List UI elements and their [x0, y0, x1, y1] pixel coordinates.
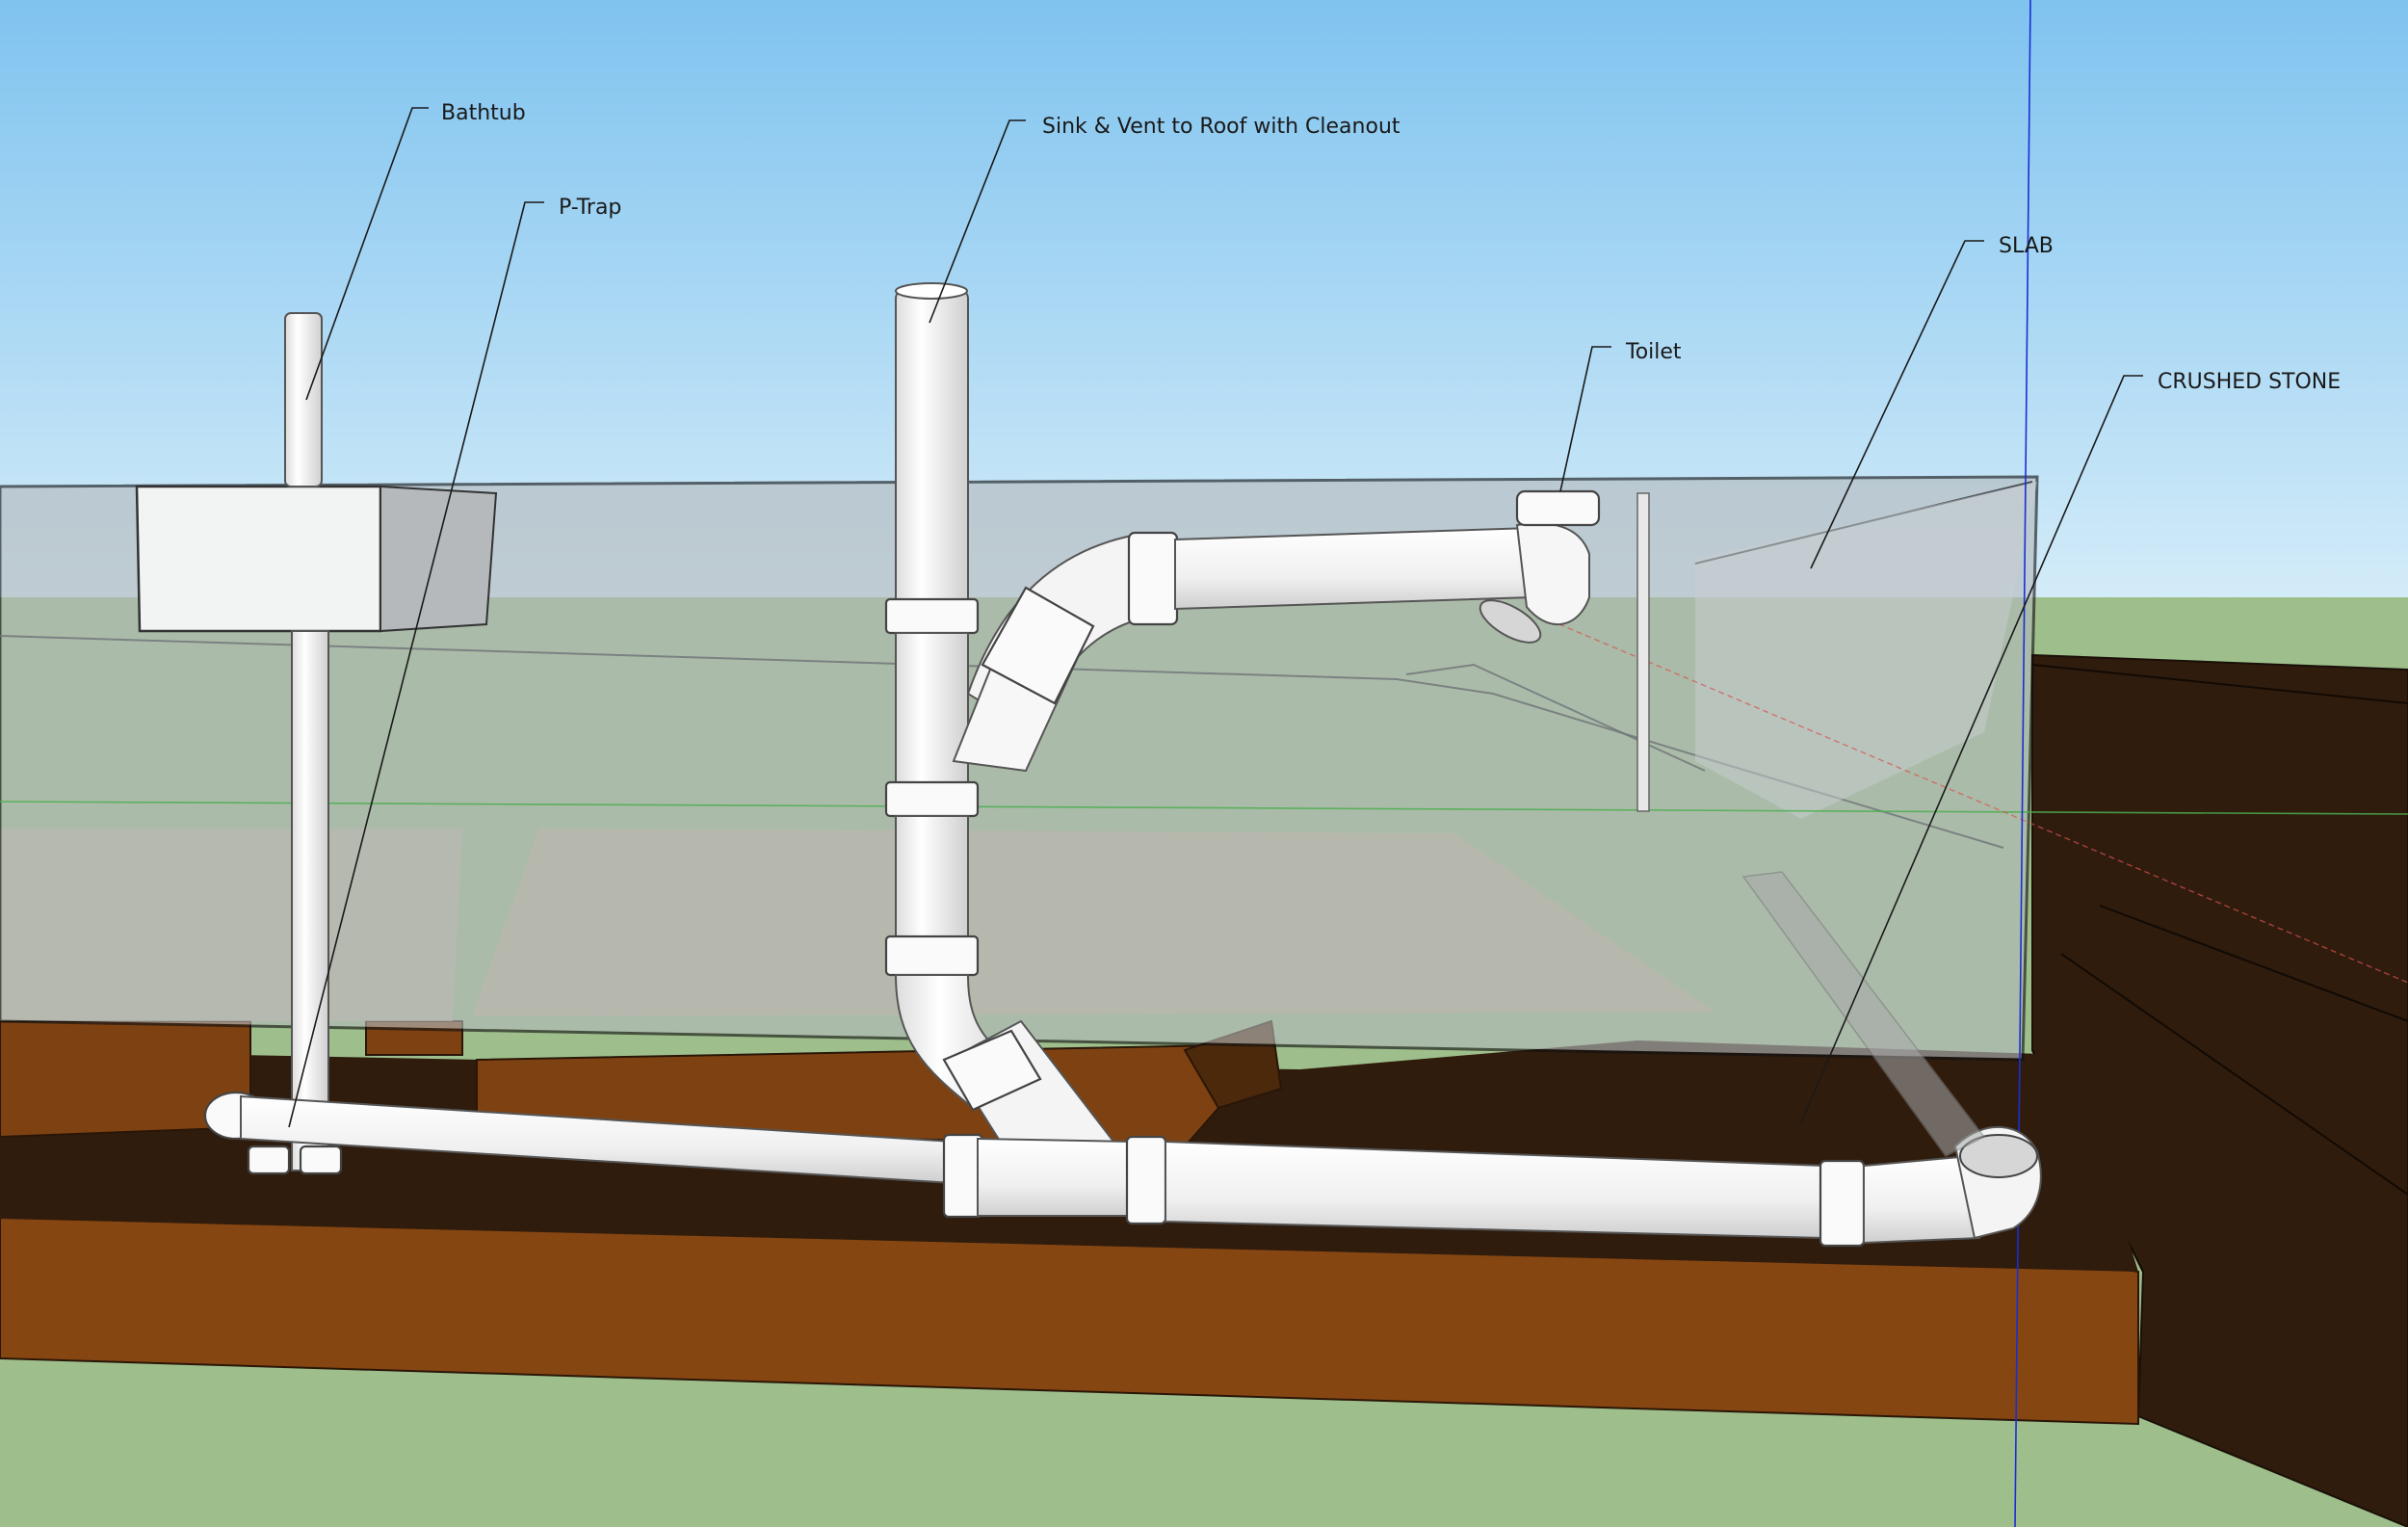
toilet-closet-bend [1515, 522, 1590, 625]
toilet-label: Toilet [1625, 340, 1682, 364]
slab-leader [1810, 240, 1984, 569]
excavation-edge-line-3 [2099, 905, 2408, 1022]
main-drain-elbow-mouth [1959, 1134, 2038, 1178]
vent-stack-coupling-1 [884, 597, 980, 635]
main-drain-exit-pipe [1741, 871, 1986, 1157]
stack-wye-collar [942, 1029, 1042, 1112]
toilet-flange [1515, 489, 1601, 527]
slab-inner-edge-3 [1405, 663, 1706, 772]
sink-vent-label: Sink & Vent to Roof with Cleanout [1042, 115, 1400, 139]
vent-stack-coupling-2 [884, 780, 980, 818]
axis-red [1540, 616, 2408, 984]
excavation-edge-line-4 [2031, 664, 2408, 704]
p-trap-leader [288, 201, 544, 1128]
toilet-rod [1636, 492, 1650, 812]
crushed-stone-label: CRUSHED STONE [2158, 370, 2341, 394]
slab-inner-light [1695, 482, 2037, 819]
excavation-edge-line-2 [2060, 953, 2408, 1196]
main-drain-coupling-1 [1125, 1135, 1167, 1225]
bathtub-box-side [380, 485, 498, 633]
toilet-leader [1559, 346, 1611, 492]
vent-stack-low [895, 815, 969, 942]
main-drain-coupling-2 [1819, 1159, 1866, 1248]
bathtub-drain-pipe-top [284, 312, 323, 487]
bathtub-drain-foot-2 [247, 1145, 291, 1175]
main-drain-section-3 [1863, 1154, 1981, 1245]
vent-stack-mid [895, 632, 969, 788]
toilet-cleanout-cap [1479, 599, 1542, 644]
axis-green [0, 801, 2408, 815]
bathtub-label: Bathtub [441, 101, 526, 125]
sink-vent-leader [929, 119, 1026, 324]
bathtub-box [135, 485, 382, 633]
bathtub-drain-foot [299, 1145, 343, 1175]
bathtub-drain-pipe-bottom [291, 630, 329, 1172]
p-trap-label: P-Trap [559, 196, 621, 220]
vent-stack-cap [895, 282, 968, 300]
crushed-stone-leader [1800, 375, 2143, 1123]
toilet-branch-pipe [1174, 526, 1532, 611]
axis-blue [2014, 0, 2031, 1527]
slab-label: SLAB [1999, 234, 2054, 258]
vent-stack-coupling-3 [884, 935, 980, 977]
bathtub-leader [305, 107, 429, 401]
toilet-branch-collar [981, 586, 1095, 705]
vent-stack-top [895, 288, 969, 627]
main-drain-section-1 [977, 1137, 1133, 1217]
toilet-branch-coupling [1127, 531, 1179, 626]
